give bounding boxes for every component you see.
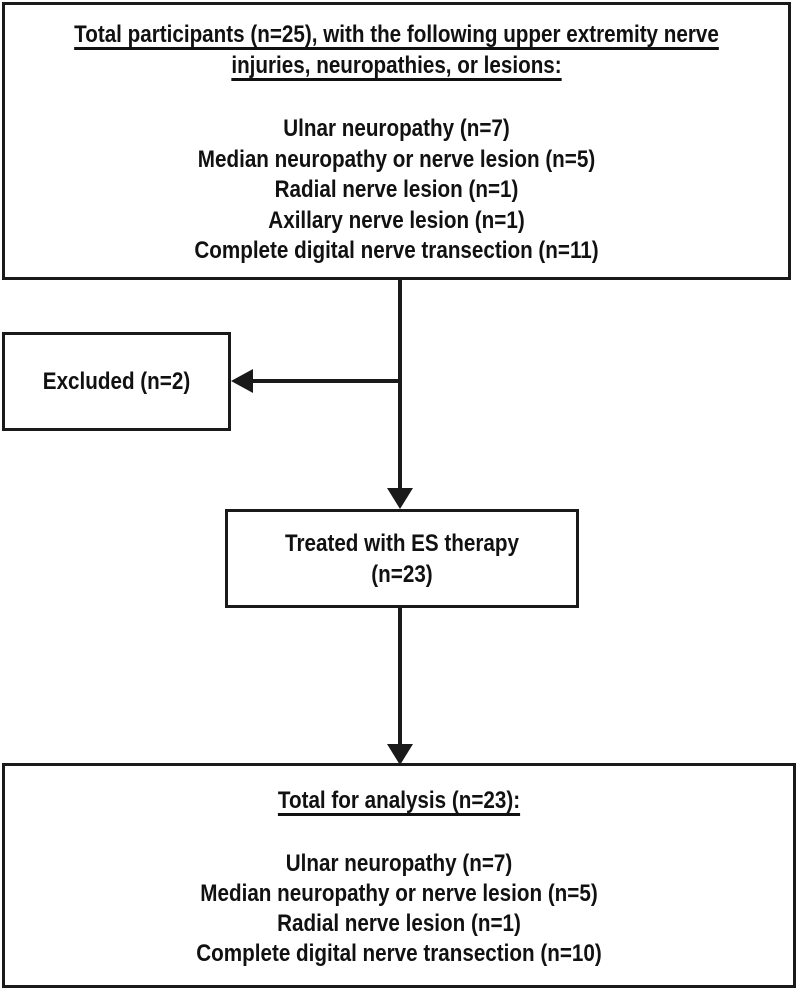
list-item: Complete digital nerve transection (n=10… xyxy=(196,940,602,967)
list-item: Median neuropathy or nerve lesion (n=5) xyxy=(200,880,598,907)
treated-box: Treated with ES therapy (n=23) xyxy=(225,509,579,608)
heading-line-1: Total participants (n=25), with the foll… xyxy=(74,21,719,48)
list-item: Complete digital nerve transection (n=11… xyxy=(194,237,599,264)
analysis-heading: Total for analysis (n=23): xyxy=(60,786,738,816)
list-item: Radial nerve lesion (n=1) xyxy=(277,910,521,937)
connector-line-top xyxy=(398,280,402,490)
arrow-left-icon xyxy=(231,369,253,393)
analysis-list: Ulnar neuropathy (n=7) Median neuropathy… xyxy=(60,849,738,969)
list-item: Radial nerve lesion (n=1) xyxy=(274,176,519,203)
list-item: Ulnar neuropathy (n=7) xyxy=(283,115,510,142)
total-participants-box: Total participants (n=25), with the foll… xyxy=(2,2,791,280)
heading-line-2: injuries, neuropathies, or lesions: xyxy=(231,52,562,79)
treated-line-2: (n=23) xyxy=(371,560,433,588)
list-item: Median neuropathy or nerve lesion (n=5) xyxy=(197,145,596,173)
arrow-down-icon xyxy=(387,488,413,509)
treated-line-1: Treated with ES therapy xyxy=(284,529,519,557)
arrow-down-icon xyxy=(387,744,413,765)
excluded-box: Excluded (n=2) xyxy=(2,332,231,431)
injury-list: Ulnar neuropathy (n=7) Median neuropathy… xyxy=(60,114,733,267)
total-participants-heading: Total participants (n=25), with the foll… xyxy=(60,19,733,81)
list-item: Axillary nerve lesion (n=1) xyxy=(268,206,525,234)
analysis-heading-text: Total for analysis (n=23): xyxy=(277,787,521,814)
connector-line-excluded xyxy=(251,379,400,383)
total-analysis-box: Total for analysis (n=23): Ulnar neuropa… xyxy=(2,763,796,988)
excluded-label: Excluded (n=2) xyxy=(42,367,191,395)
connector-line-bottom xyxy=(398,607,402,746)
list-item: Ulnar neuropathy (n=7) xyxy=(285,850,513,877)
